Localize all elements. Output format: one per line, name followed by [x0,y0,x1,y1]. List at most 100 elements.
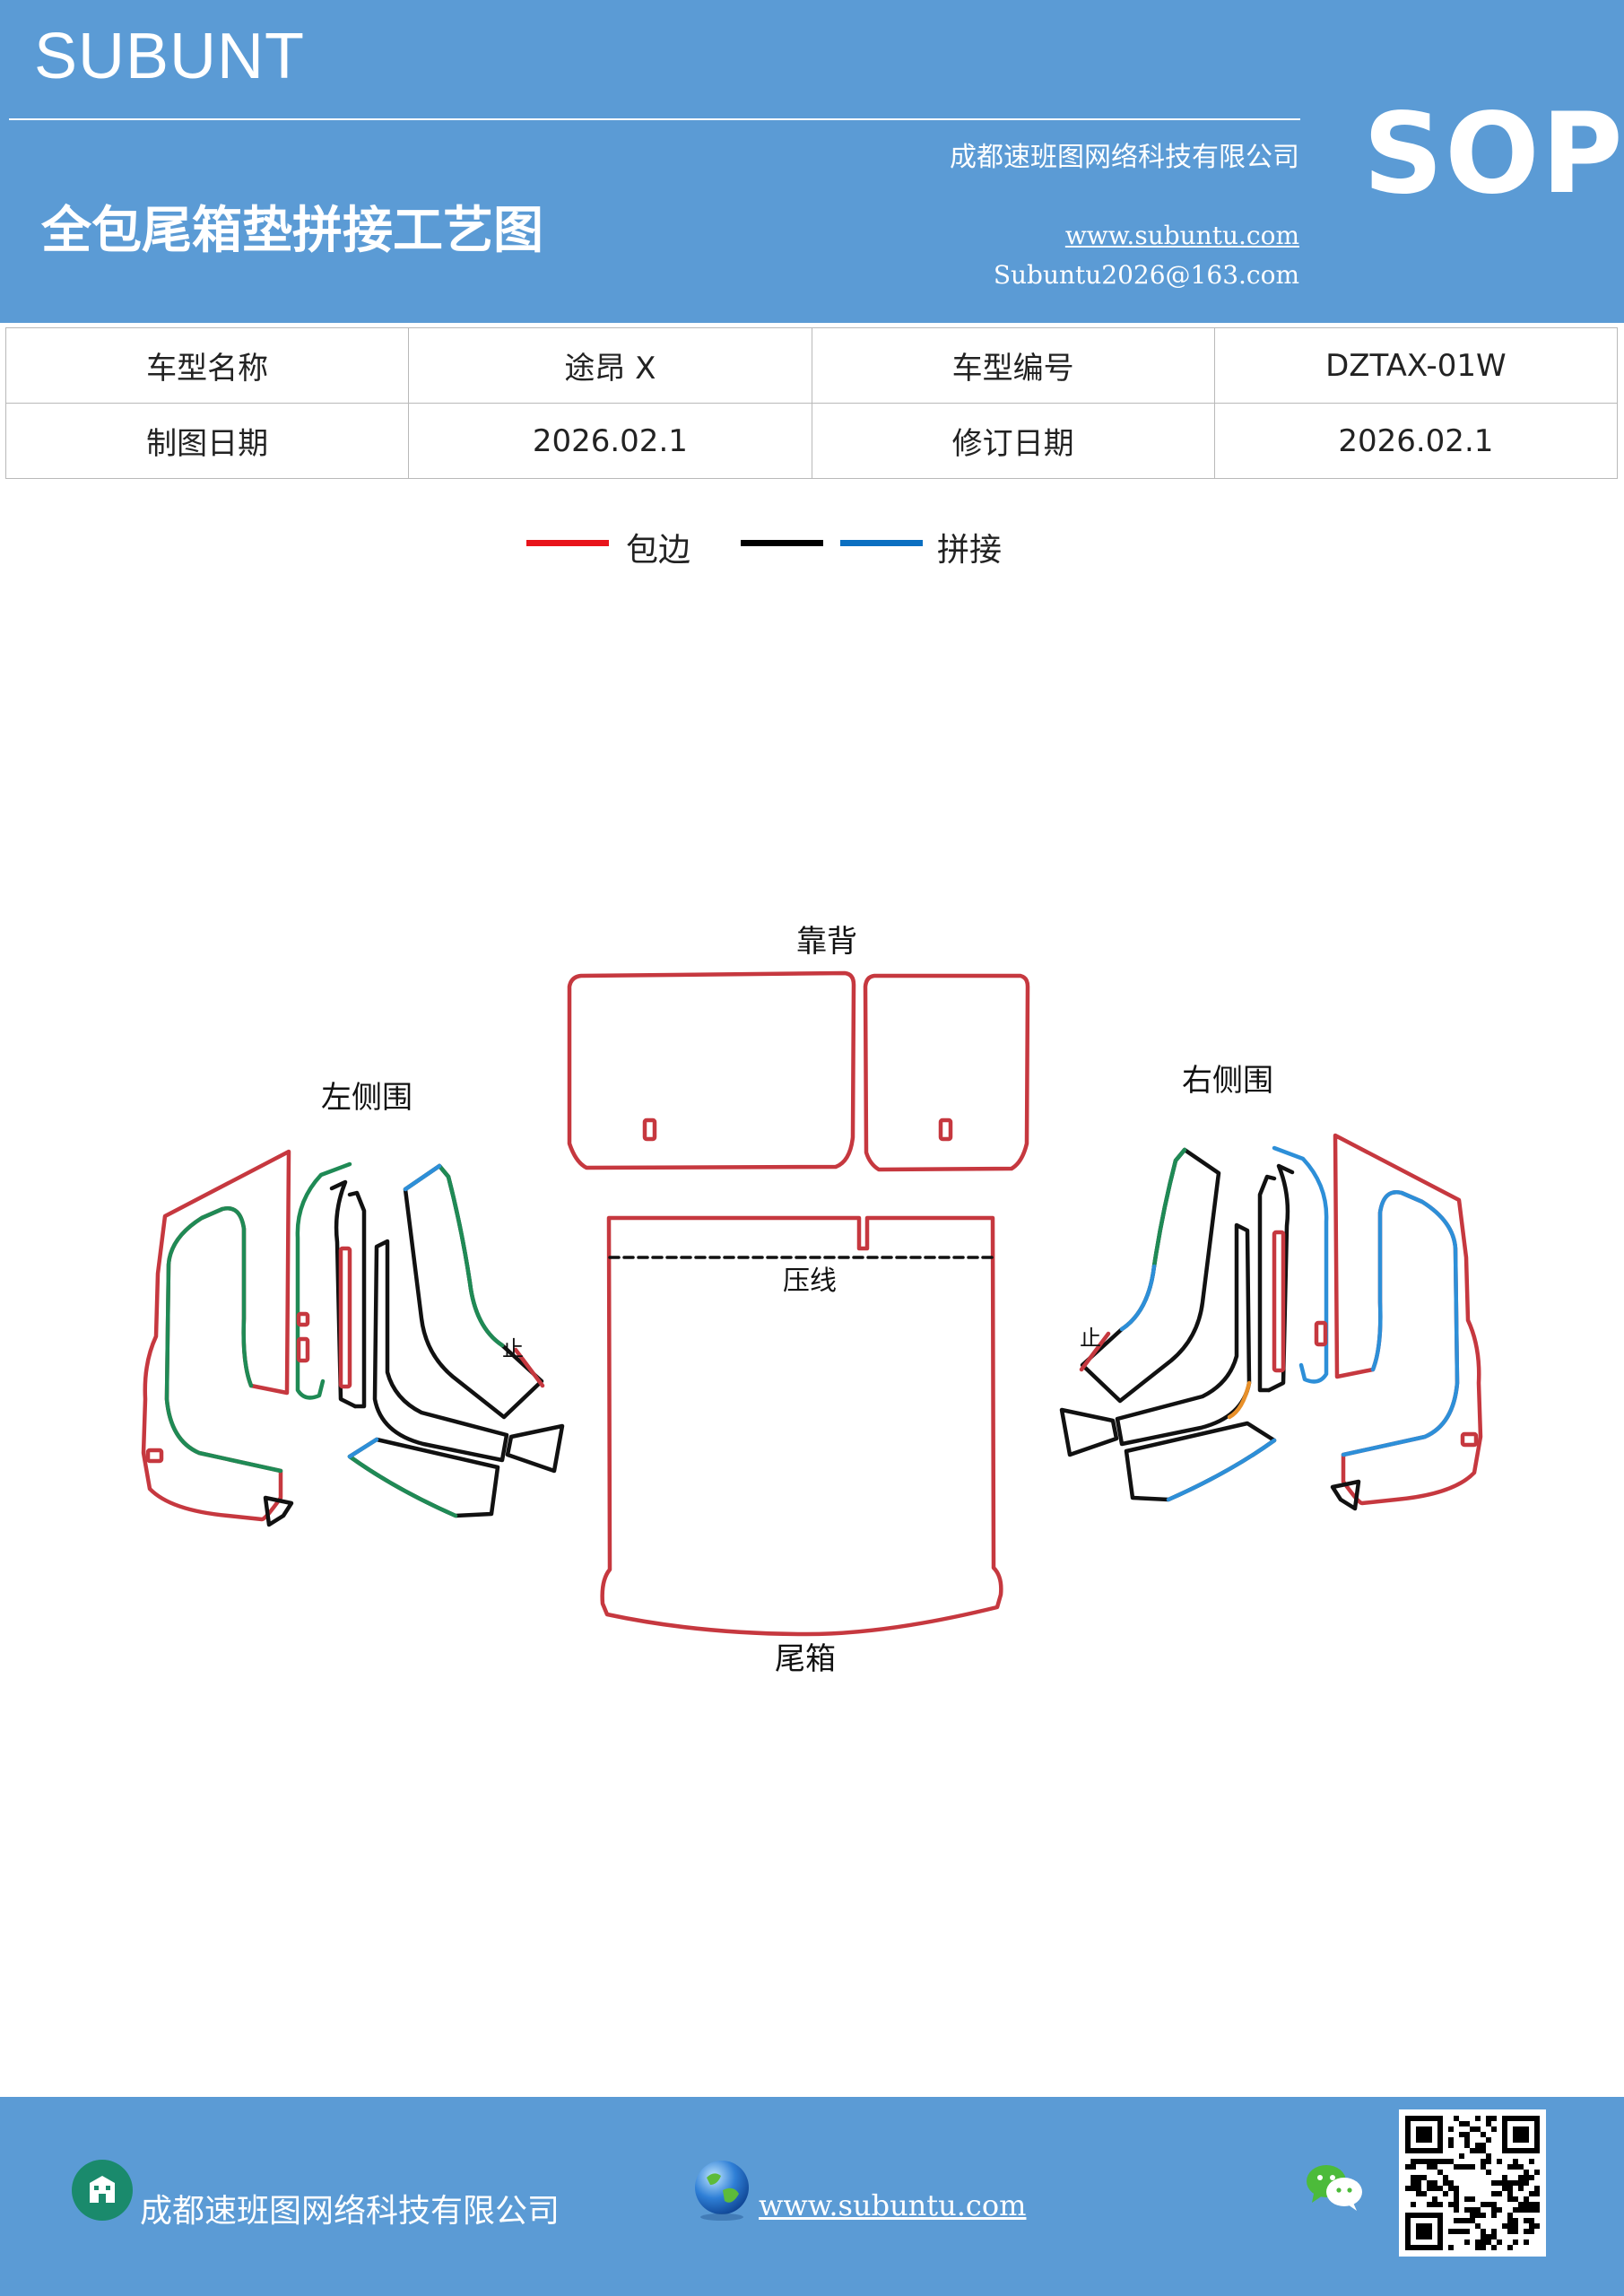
qr-module [1486,2202,1491,2207]
cell-value: 2026.02.1 [408,403,812,479]
qr-module [1454,2196,1459,2202]
table-row: 车型名称 途昂 X 车型编号 DZTAX-01W [4,327,1619,404]
qr-module [1448,2186,1454,2191]
label-backrest: 靠背 [796,924,857,960]
qr-module [1481,2164,1486,2170]
qr-module [1405,2116,1411,2121]
footer-website-link[interactable]: www.subuntu.com [759,2188,1027,2222]
qr-module [1427,2164,1432,2170]
qr-module [1513,2218,1518,2223]
qr-module [1437,2234,1443,2239]
right-bend-strip [1115,1222,1252,1447]
qr-module [1518,2186,1524,2191]
qr-module [1529,2218,1534,2223]
qr-module [1411,2175,1416,2180]
qr-module [1518,2164,1524,2170]
qr-module [1475,2126,1481,2132]
qr-module [1432,2186,1437,2191]
qr-module [1475,2213,1481,2218]
legend-label-splice: 拼接 [937,532,1003,569]
qr-module [1405,2234,1411,2239]
left-side-group [141,1149,565,1527]
qr-module [1437,2159,1443,2164]
qr-module [1432,2245,1437,2250]
qr-module [1502,2175,1507,2180]
brand-name: SUBUNT [34,21,306,92]
qr-module [1502,2148,1507,2153]
qr-module [1416,2175,1421,2180]
qr-module [1454,2202,1459,2207]
qr-module [1513,2137,1518,2143]
qr-module [1486,2234,1491,2239]
qr-module [1475,2223,1481,2229]
right-lower-strip [1124,1421,1277,1502]
qr-module [1529,2116,1534,2121]
qr-module [1502,2180,1507,2186]
qr-module [1405,2126,1411,2132]
qr-module [1486,2116,1491,2121]
left-lower-strip-edge [347,1454,458,1518]
qr-module [1416,2180,1421,2186]
qr-module [1518,2137,1524,2143]
qr-module [1448,2202,1454,2207]
qr-module [1507,2191,1513,2196]
left-outer-inner-edge [164,1206,283,1474]
right-small-slot [1460,1431,1479,1448]
qr-module [1464,2239,1470,2245]
qr-module [1427,2202,1432,2207]
right-side-group [1059,1133,1483,1511]
qr-module [1432,2202,1437,2207]
qr-module [1427,2245,1432,2250]
backrest-left-slot [642,1118,657,1142]
qr-module [1507,2223,1513,2229]
qr-module [1411,2148,1416,2153]
qr-module [1416,2132,1421,2137]
qr-module [1491,2229,1497,2234]
label-trunk: 尾箱 [775,1641,836,1677]
right-outer-inner-edge [1341,1190,1460,1457]
qr-module [1524,2137,1529,2143]
qr-module [1421,2223,1427,2229]
qr-module [1529,2148,1534,2153]
qr-module [1464,2143,1470,2148]
qr-module [1405,2245,1411,2250]
qr-module [1437,2229,1443,2234]
qr-module [1475,2116,1481,2121]
label-stop-right: 止 [1080,1326,1101,1351]
qr-module [1437,2239,1443,2245]
qr-module [1411,2213,1416,2218]
qr-module [1497,2191,1502,2196]
left-lower-strip-splice [347,1437,379,1459]
qr-module [1486,2137,1491,2143]
qr-module [1524,2180,1529,2186]
qr-module [1513,2207,1518,2213]
qr-module [1481,2148,1486,2153]
qr-module [1464,2137,1470,2143]
cell-label: 制图日期 [4,403,410,479]
right-notch [1314,1320,1328,1347]
trunk-floor-panel [600,1215,1003,1637]
qr-module [1513,2239,1518,2245]
cell-label: 车型名称 [4,327,410,404]
legend: 包边 拼接 [0,520,1624,574]
qr-module [1491,2126,1497,2132]
qr-module [1491,2245,1497,2250]
qr-module [1491,2116,1497,2121]
qr-module [1507,2164,1513,2170]
qr-module [1411,2186,1416,2191]
qr-module [1529,2207,1534,2213]
qr-module [1405,2239,1411,2245]
qr-module [1405,2218,1411,2223]
qr-module [1518,2207,1524,2213]
qr-module [1491,2207,1497,2213]
qr-module [1513,2223,1518,2229]
qr-module [1443,2175,1448,2180]
qr-module [1507,2218,1513,2223]
website-link[interactable]: www.subuntu.com [1064,221,1299,250]
qr-module [1502,2121,1507,2126]
qr-module [1454,2229,1459,2234]
qr-module [1432,2180,1437,2186]
left-strip-1 [295,1161,352,1400]
qr-module [1437,2137,1443,2143]
qr-module [1416,2126,1421,2132]
